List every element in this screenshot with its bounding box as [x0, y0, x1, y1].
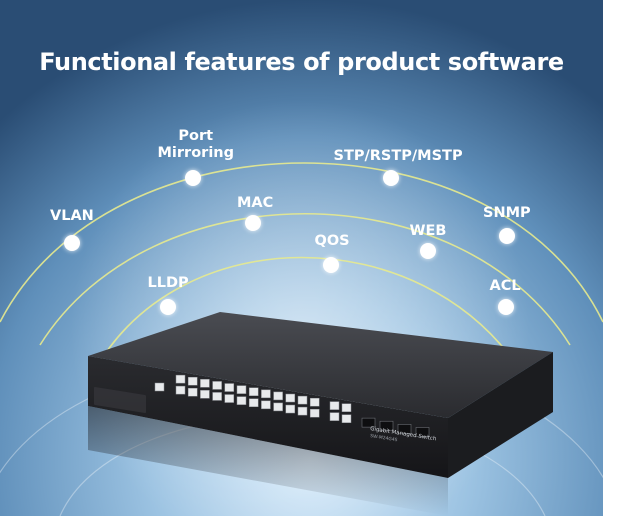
page-title: Functional features of product software [39, 48, 564, 76]
ethernet-port [273, 402, 283, 412]
feature-label-mac: MAC [237, 195, 273, 212]
ethernet-port [236, 396, 247, 405]
ethernet-port [200, 379, 210, 388]
feature-label-acl: ACL [490, 278, 521, 295]
ethernet-port [175, 374, 186, 384]
ethernet-port [248, 387, 259, 396]
ethernet-port [273, 391, 283, 401]
feature-dot-snmp [499, 228, 515, 244]
feature-label-stp: STP/RSTP/MSTP [334, 148, 463, 165]
feature-label-line: LLDP [147, 275, 189, 291]
console-port [154, 382, 165, 392]
feature-label-lldp: LLDP [148, 275, 189, 292]
ethernet-port [341, 403, 352, 412]
sfp-slot [379, 420, 394, 431]
ethernet-port [285, 393, 296, 403]
feature-label-web: WEB [410, 223, 447, 240]
feature-dot-qos [323, 257, 339, 273]
feature-label-qos: QOS [315, 233, 350, 250]
feature-label-line: ACL [489, 278, 521, 294]
feature-label-line: VLAN [50, 208, 94, 224]
feature-label-vlan: VLAN [50, 208, 94, 225]
ethernet-port [187, 387, 198, 397]
feature-banner: Functional features of product software … [0, 0, 603, 516]
ethernet-port [297, 406, 308, 416]
ethernet-port [212, 392, 222, 401]
ethernet-port [200, 390, 210, 399]
feature-label-line: WEB [409, 223, 447, 239]
sfp-slot [415, 427, 430, 437]
ethernet-port [285, 404, 296, 414]
feature-label-line: SNMP [483, 205, 531, 221]
feature-label-snmp: SNMP [483, 205, 531, 222]
feature-label-line: MAC [237, 195, 274, 211]
feature-dot-port-mirroring [185, 170, 201, 186]
ethernet-port [261, 400, 271, 410]
feature-dot-web [420, 243, 436, 259]
feature-dot-mac [245, 215, 261, 231]
feature-label-line: Port [178, 128, 214, 144]
ethernet-port [329, 401, 340, 410]
ethernet-port [309, 408, 320, 418]
feature-dot-lldp [160, 299, 176, 315]
sfp-slot [397, 424, 412, 434]
feature-dot-stp [383, 170, 399, 186]
feature-dot-acl [498, 299, 514, 315]
ethernet-port [224, 394, 235, 403]
ethernet-port [341, 414, 352, 423]
ethernet-port [309, 397, 320, 407]
feature-label-line: STP/RSTP/MSTP [333, 148, 463, 164]
ethernet-port [248, 398, 259, 407]
network-switch-image: Gigabit Managed Switch SW-M24G4S [88, 312, 553, 516]
device-model-label: SW-M24G4S [370, 433, 398, 443]
feature-label-line: Mirroring [157, 145, 235, 161]
ethernet-port [297, 395, 308, 405]
ethernet-port [187, 376, 198, 386]
ethernet-port [175, 385, 186, 395]
ethernet-port [236, 385, 247, 394]
ethernet-port [224, 383, 235, 392]
feature-dot-vlan [64, 235, 80, 251]
feature-label-line: QOS [314, 233, 350, 249]
ethernet-port [261, 389, 271, 399]
sfp-slot [361, 417, 376, 428]
ethernet-port [329, 412, 340, 421]
ethernet-port [212, 381, 222, 390]
